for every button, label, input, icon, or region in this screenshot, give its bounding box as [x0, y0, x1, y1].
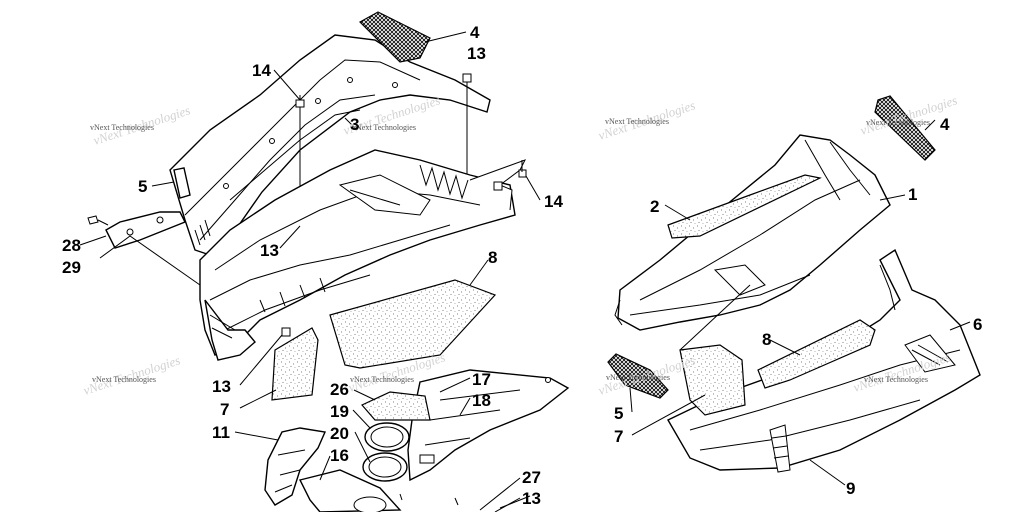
watermark-1: vNext Technologies — [90, 123, 154, 132]
callout-17: 17 — [472, 370, 491, 389]
trim-strip-2 — [667, 174, 822, 239]
callout-7-left: 7 — [220, 400, 229, 419]
hood-panel-1 — [617, 134, 891, 331]
watermark-8: vNext Technologies — [864, 375, 928, 384]
callout-13-bottom: 13 — [522, 489, 541, 508]
insulation-pad-8-left — [329, 279, 497, 369]
right-assembly — [607, 95, 981, 486]
screw-28 — [87, 215, 99, 225]
callout-26: 26 — [330, 380, 349, 399]
pad-7-right — [679, 344, 746, 416]
callouts: 4 13 14 3 5 14 28 29 13 8 13 7 26 19 17 … — [62, 23, 982, 508]
nut-13-top — [462, 73, 472, 83]
callout-16: 16 — [330, 446, 349, 465]
callout-8-left: 8 — [488, 248, 497, 267]
callout-3: 3 — [350, 115, 359, 134]
insulation-pad-8-right — [757, 319, 876, 389]
vent-grille-4-right — [874, 95, 936, 161]
gauge-pad-26 — [361, 391, 431, 421]
callout-2: 2 — [650, 197, 659, 216]
callout-5-left: 5 — [138, 177, 147, 196]
callout-13-mid: 13 — [260, 241, 279, 260]
nut-13-lower — [281, 327, 291, 337]
gauge-panel-17 — [407, 369, 570, 482]
callout-13-top: 13 — [467, 44, 486, 63]
watermark-3: vNext Technologies — [92, 375, 156, 384]
callout-11: 11 — [212, 423, 230, 442]
callout-4-left: 4 — [470, 23, 480, 42]
callout-8-right: 8 — [762, 330, 771, 349]
left-lower-fender — [204, 299, 256, 361]
callout-29: 29 — [62, 258, 81, 277]
callout-7-right: 7 — [614, 427, 623, 446]
vent-grille-4 — [359, 11, 431, 63]
vent-grille-5-right — [607, 353, 669, 399]
callout-14-right: 14 — [544, 192, 563, 211]
callout-27: 27 — [522, 468, 541, 487]
left-assembly — [79, 11, 570, 512]
watermark-7: vNext Technologies — [606, 373, 670, 382]
callout-6: 6 — [973, 315, 982, 334]
bolt-14-top — [295, 99, 305, 108]
callout-28: 28 — [62, 236, 81, 255]
callout-19: 19 — [330, 402, 349, 421]
callout-13-lower: 13 — [212, 377, 231, 396]
bracket-5-left — [173, 167, 191, 199]
side-trim-11 — [264, 427, 327, 506]
watermark-5: vNext Technologies — [605, 117, 669, 126]
callout-14-top: 14 — [252, 61, 271, 80]
callout-18: 18 — [472, 391, 491, 410]
callout-1: 1 — [908, 185, 917, 204]
callout-9: 9 — [846, 479, 855, 498]
watermark-6: vNext Technologies — [866, 118, 930, 127]
watermark-2: vNext Technologies — [352, 123, 416, 132]
bracket-29 — [105, 211, 186, 249]
callout-4-right: 4 — [940, 115, 950, 134]
callout-20: 20 — [330, 424, 349, 443]
watermark-4: vNext Technologies — [350, 375, 414, 384]
callout-5-right: 5 — [614, 404, 623, 423]
